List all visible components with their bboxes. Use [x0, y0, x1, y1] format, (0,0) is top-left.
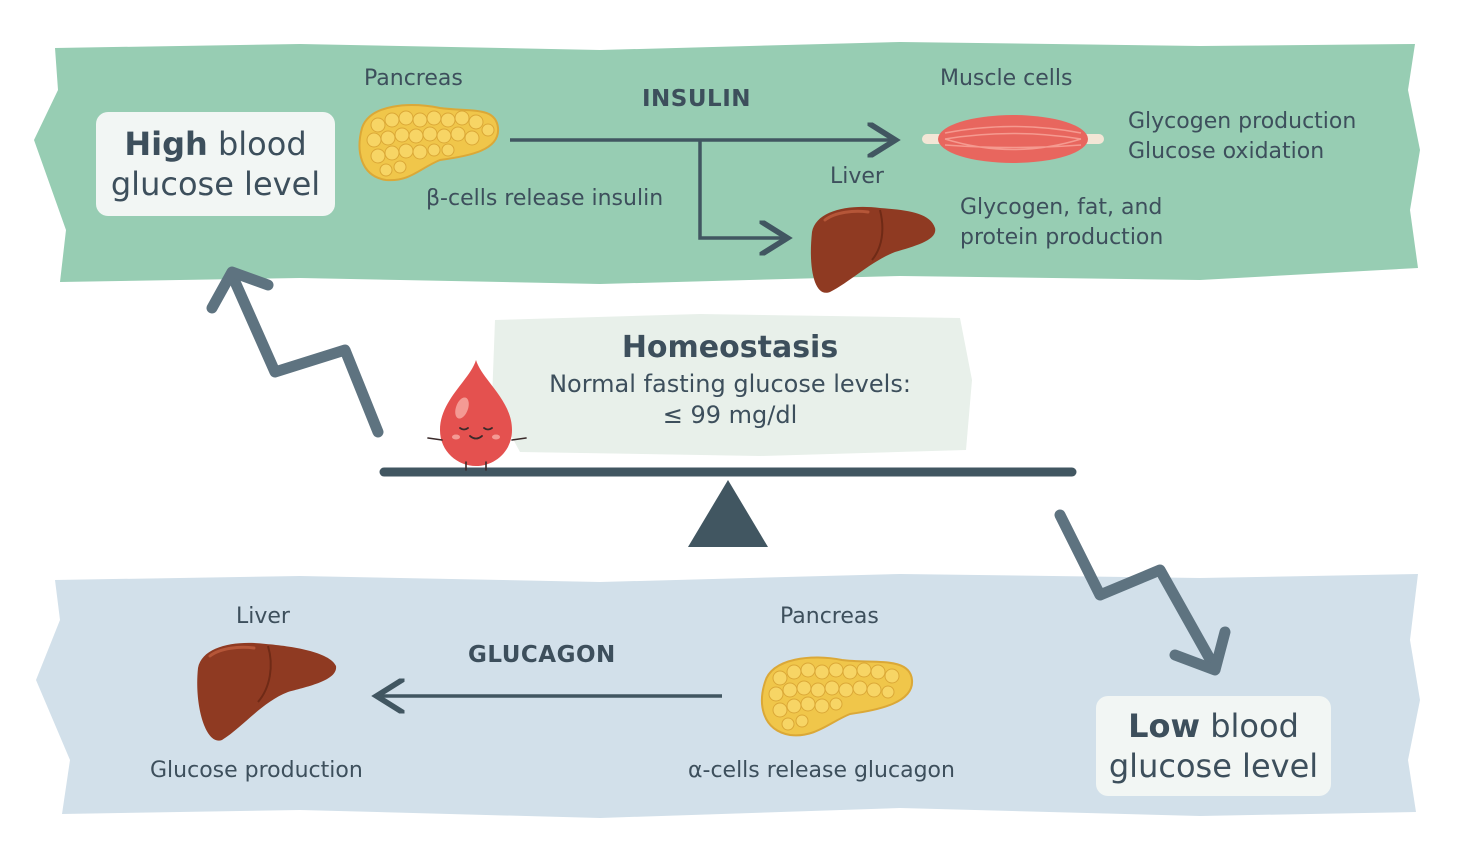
liver-effect-1: Glycogen, fat, and — [960, 195, 1163, 220]
low-glucose-bold: Low — [1128, 707, 1201, 745]
homeostasis-line2: ≤ 99 mg/dl — [662, 401, 798, 429]
pancreas-label-top: Pancreas — [364, 66, 463, 91]
liver-label-bottom: Liver — [236, 604, 290, 629]
high-glucose-line2: glucose level — [110, 165, 321, 203]
liver-icon-top — [810, 206, 936, 293]
glucagon-label: GLUCAGON — [468, 642, 616, 668]
pancreas-label-bottom: Pancreas — [780, 604, 879, 629]
seesaw-fulcrum — [688, 480, 768, 547]
insulin-band — [34, 42, 1420, 284]
homeostasis-title: Homeostasis — [621, 330, 839, 365]
muscle-effect-2: Glucose oxidation — [1128, 139, 1325, 164]
liver-icon-bottom — [197, 642, 337, 741]
low-glucose-rest: blood — [1200, 707, 1299, 745]
alpha-cells-text: α-cells release glucagon — [688, 758, 955, 783]
insulin-arrow-liver — [698, 140, 784, 238]
homeostasis-band — [492, 314, 972, 456]
rising-arrow — [226, 269, 384, 438]
muscle-icon — [922, 115, 1104, 163]
pancreas-icon-bottom — [761, 656, 914, 737]
high-glucose-bold: High — [124, 125, 208, 163]
glucagon-band — [36, 574, 1420, 818]
liver-label-top: Liver — [830, 164, 884, 189]
high-glucose-card: High blood glucose level — [96, 112, 335, 216]
low-glucose-line2: glucose level — [1108, 747, 1319, 785]
insulin-label: INSULIN — [642, 86, 752, 112]
rising-arrowhead — [206, 266, 274, 314]
muscle-label: Muscle cells — [940, 66, 1073, 91]
falling-arrow — [1054, 509, 1221, 674]
high-glucose-rest: blood — [207, 125, 307, 163]
pancreas-icon-top — [358, 104, 500, 182]
liver-effect-2: protein production — [960, 225, 1164, 250]
beta-cells-text: β-cells release insulin — [426, 186, 664, 211]
muscle-effect-1: Glycogen production — [1128, 109, 1357, 134]
blood-drop-mascot — [427, 360, 527, 471]
homeostasis-line1: Normal fasting glucose levels: — [549, 370, 911, 398]
low-glucose-card: Low blood glucose level — [1096, 696, 1331, 796]
falling-arrowhead — [1169, 626, 1231, 676]
liver-effect-bottom: Glucose production — [150, 758, 363, 783]
